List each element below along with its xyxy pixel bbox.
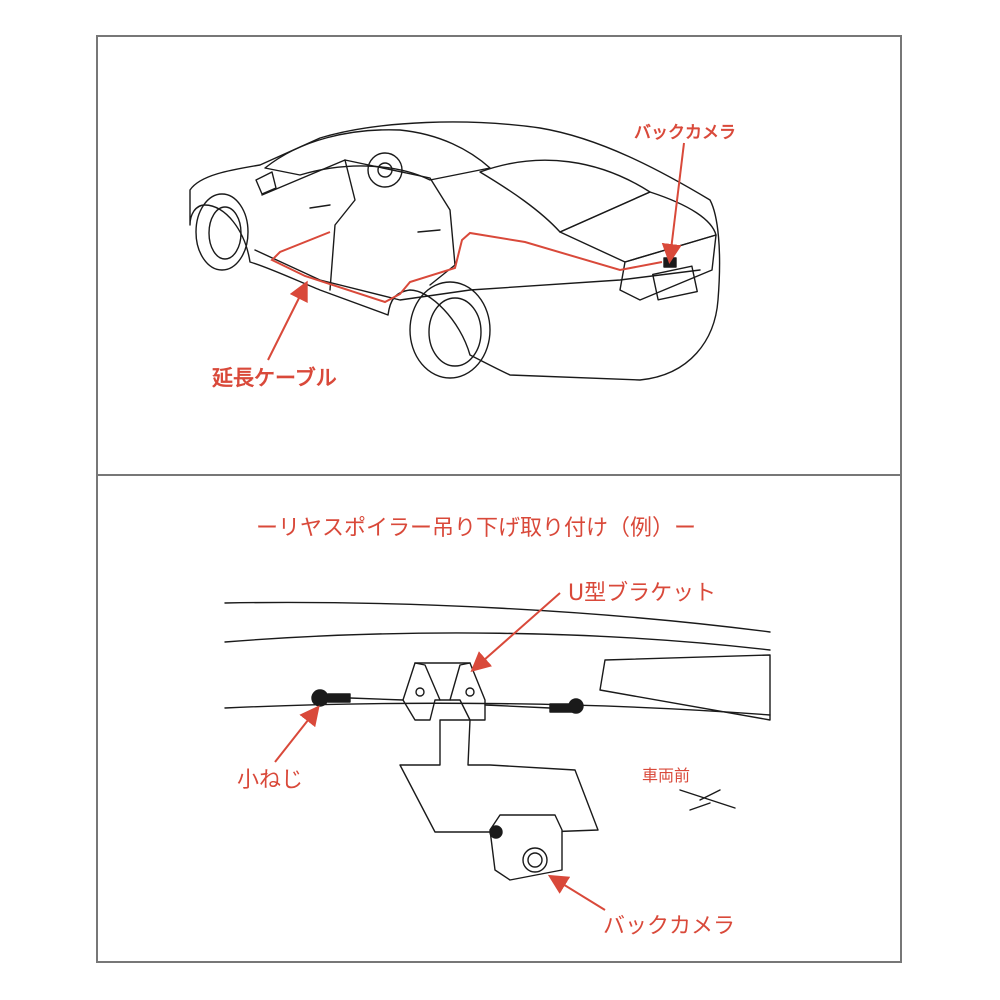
bracket-label: U型ブラケット xyxy=(568,581,717,606)
u-bracket xyxy=(402,662,486,721)
cable-label: 延長ケーブル xyxy=(212,366,337,390)
camera-top-view xyxy=(663,257,677,268)
cable-leader-arrow xyxy=(267,280,308,361)
extension-cable-path xyxy=(270,231,663,304)
screw-label: 小ねじ xyxy=(237,768,304,793)
camera-label-bottom: バックカメラ xyxy=(603,914,736,939)
door-handle-front xyxy=(309,204,331,209)
front-wheel xyxy=(195,193,249,271)
camera-leader-arrow-top xyxy=(661,142,685,264)
diagram-frame xyxy=(96,35,902,963)
bracket-leader-arrow xyxy=(470,592,561,672)
direction-indicator xyxy=(679,789,736,811)
camera-label-top: バックカメラ xyxy=(634,123,736,143)
rear-wheel xyxy=(409,281,491,379)
screw-right xyxy=(484,698,584,714)
side-mirror xyxy=(255,171,277,195)
trunk-lid xyxy=(559,191,717,263)
screw-leader-arrow xyxy=(274,705,320,763)
camera-body xyxy=(489,814,563,881)
car-body-outline xyxy=(189,121,721,381)
camera-lens xyxy=(522,847,548,873)
license-plate xyxy=(652,265,698,301)
car-roof xyxy=(264,129,491,181)
car-rear-window xyxy=(479,159,651,233)
spoiler-line-3 xyxy=(224,702,771,716)
spoiler-line-1 xyxy=(224,601,771,633)
steering-wheel xyxy=(367,152,403,188)
screw-left xyxy=(311,689,404,707)
bottom-title: ーリヤスポイラー吊り下げ取り付け（例）ー xyxy=(256,516,697,541)
camera-leader-arrow-bottom xyxy=(547,874,606,911)
mounting-plate xyxy=(399,719,599,833)
front-door xyxy=(261,159,356,291)
spoiler-line-2 xyxy=(224,632,771,651)
door-handle-rear xyxy=(417,229,441,233)
spoiler-light xyxy=(599,654,771,721)
side-line xyxy=(254,249,701,301)
tail-light xyxy=(619,234,717,301)
direction-label: 車両前 xyxy=(642,766,691,785)
panel-divider xyxy=(96,474,902,476)
